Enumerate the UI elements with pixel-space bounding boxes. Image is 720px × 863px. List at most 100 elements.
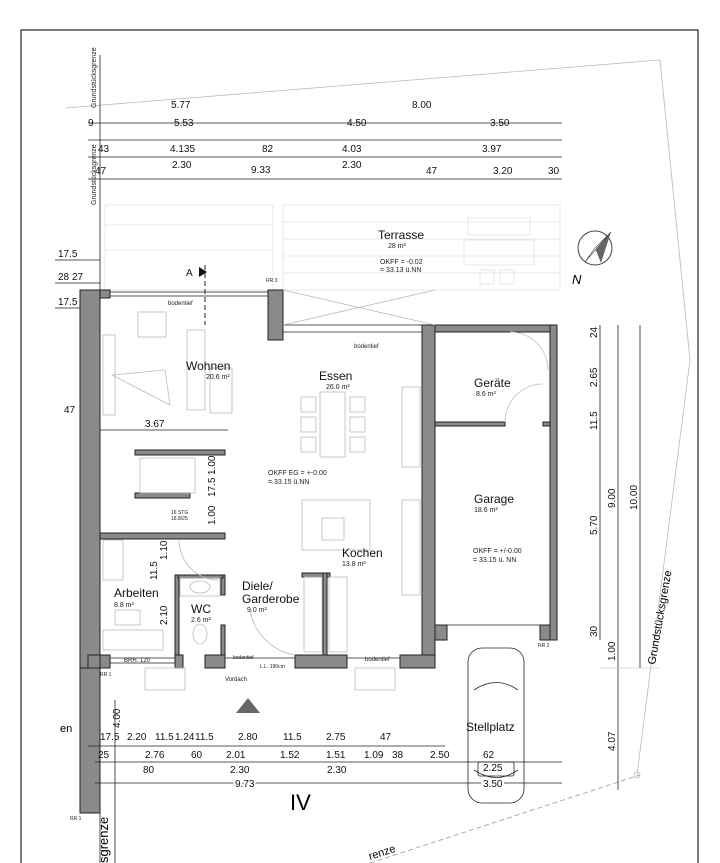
sill-height: BRH. 120 [124,658,151,664]
room-area-wohnen: 20.6 m² [206,374,230,381]
dim-bottom-vertical: 4.00 [112,708,123,728]
rr-label: RR 3 [266,278,278,284]
dim-right: 11.5 [589,411,600,430]
dim-right: 4.07 [607,731,618,751]
dim-right: 5.70 [589,515,600,535]
section-label: A [186,268,193,279]
room-name-garage: Garage [474,492,514,506]
window-note: bodentief [168,301,193,307]
room-area-wc: 2.6 m² [191,617,212,624]
dim-right: 30 [589,625,600,637]
dim-interior: 3.67 [145,419,165,430]
neighbor-room-label: en [60,723,72,735]
dim-top: 5.53 [174,118,194,129]
dim-left: 27 [72,272,84,283]
neighbor-wall [79,667,101,814]
dim-bottom: 11.5 [195,732,214,743]
drawing-frame [20,29,699,863]
room-area-arbeiten: 8.8 m² [114,602,135,609]
north-arrow-icon [577,230,613,266]
entrance-arrow-icon [236,698,260,713]
dim-interior: 1.00 [207,455,218,475]
room-name-essen: Essen [319,369,352,383]
rr-label: RR 2 [538,643,550,649]
level-garage: OKFF = +/-0.00 [473,548,522,555]
dim-interior: 1.10 [159,540,170,560]
furniture [102,311,421,691]
dim-bottom: 1.52 [280,750,300,761]
level-terrasse: OKFF = -0.02 [380,259,423,266]
dim-bottom: 62 [483,750,495,761]
level-eg-nn: = 33.15 ü.NN [268,479,309,486]
room-name-terrasse: Terrasse [378,228,424,242]
dim-top: 47 [426,166,438,177]
dim-bottom: 2.76 [145,750,165,761]
dim-bottom: 3.50 [483,779,503,790]
property-line-label-top: Grundstücksgrenze [91,47,98,108]
terrace-tiles [104,204,561,291]
dim-right: 2.65 [589,367,600,387]
room-name-kochen: Kochen [342,546,383,560]
dim-bottom: 47 [380,732,392,743]
dim-top: 43 [98,144,110,155]
section-arrow-icon [199,267,207,277]
dim-top: 5.77 [171,100,191,111]
room-area-diele: 9.0 m² [247,607,268,614]
dim-top: 3.20 [493,166,513,177]
dim-top: 9.33 [251,165,271,176]
level-garage-nn: = 33.15 ü. NN [473,557,516,564]
dim-bottom: 80 [143,765,155,776]
dim-bottom: 11.5 [283,732,302,743]
dim-top: 8.00 [412,100,432,111]
dim-top: 3.97 [482,144,502,155]
window-note: bodentief [365,657,390,663]
dim-bottom: 38 [392,750,404,761]
dim-bottom: 2.20 [127,732,147,743]
rr-label: RR 1 [100,672,112,678]
stair-note: 16 STG [171,510,188,516]
dim-interior: 11.5 [149,561,160,580]
canopy-label: Vordach [225,677,247,683]
dim-left: 17.5 [58,297,78,308]
dim-bottom: 2.80 [238,732,258,743]
dim-top: 47 [95,166,107,177]
dim-bottom: 2.30 [327,765,347,776]
dim-bottom: 2.75 [326,732,346,743]
window-lines [110,291,540,664]
car-icon [467,647,525,804]
dim-top: 2.30 [342,160,362,171]
room-name-geraete: Geräte [474,376,511,390]
dim-interior: 1.00 [207,505,218,525]
door-note: L.L. 190cm [260,664,285,670]
dim-left: 28 [58,272,70,283]
dim-right: 1.00 [607,641,618,661]
dim-bottom: 2.01 [226,750,246,761]
dim-top: 2.30 [172,160,192,171]
dim-bottom: 1.09 [364,750,384,761]
dim-top: 30 [548,166,560,177]
dim-top: 3.50 [490,118,510,129]
dim-bottom: 25 [98,750,110,761]
window-note: bodentief [354,344,379,350]
dim-right: 10.00 [629,485,640,510]
dim-bottom: 11.5 [155,732,174,743]
neighbor-label: IV [290,790,311,815]
dim-left: 17.5 [58,249,78,260]
garage-doors [178,289,549,656]
dim-left: 47 [64,405,76,416]
window-note: bodentief [233,655,254,661]
room-area-essen: 26.0 m² [326,384,350,391]
room-name-diele: Diele/ [242,579,273,593]
walls [79,289,558,669]
room-name-wc: WC [191,602,211,616]
right-dimension-lines [599,325,660,790]
room-area-geraete: 8.6 m² [476,391,497,398]
rr-label: RR 1 [70,816,82,822]
level-eg: OKFF EG = +-0.00 [268,470,327,477]
bottom-dimension-lines [88,700,562,863]
dim-top: 4.03 [342,144,362,155]
property-line-label-left-top: Grundstücksgrenze [91,144,98,205]
dim-bottom: 60 [191,750,203,761]
dim-bottom: 1.51 [326,750,346,761]
